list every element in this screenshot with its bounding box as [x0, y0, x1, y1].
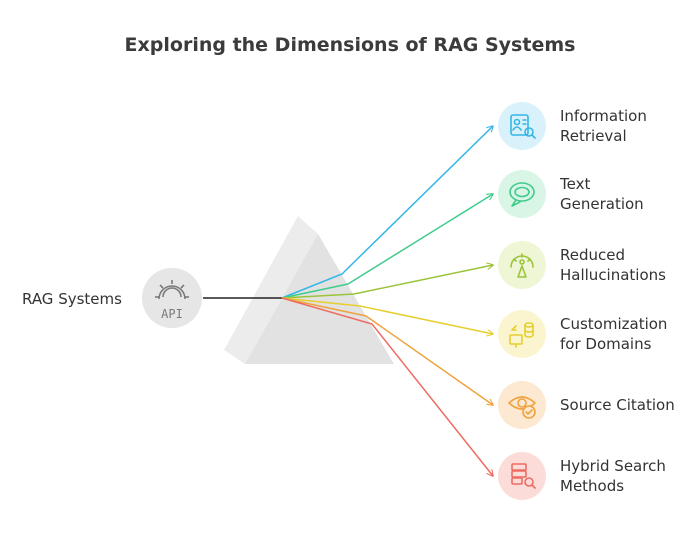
- item-label-line2: Hallucinations: [560, 266, 666, 284]
- item-node-2: [498, 170, 546, 218]
- ray-1: [281, 126, 493, 299]
- source-label: RAG Systems: [22, 290, 122, 308]
- ray-3: [281, 265, 493, 299]
- profile-search-icon: [510, 114, 536, 139]
- eye-check-icon: [508, 396, 536, 419]
- item-node-3: [498, 241, 546, 289]
- ray-5: [281, 297, 493, 405]
- ray-4: [281, 297, 493, 334]
- item-nodes: [498, 102, 546, 500]
- api-text: API: [161, 307, 183, 321]
- speech-bubble-icon: [509, 182, 535, 207]
- ray-2: [281, 194, 493, 299]
- item-label-line1: Information: [560, 107, 647, 125]
- item-label-line1: Customization: [560, 315, 668, 333]
- item-node-6: [498, 452, 546, 500]
- item-node-5: [498, 381, 546, 429]
- mind-head-icon: [510, 253, 534, 278]
- diagram-title: Exploring the Dimensions of RAG Systems: [124, 34, 576, 56]
- item-label-line1: Hybrid Search: [560, 457, 666, 475]
- item-label-line1: Reduced: [560, 246, 626, 264]
- database-transfer-icon: [509, 322, 534, 348]
- source-node: API: [142, 268, 202, 328]
- item-node-1: [498, 102, 546, 150]
- item-label-line2: Retrieval: [560, 127, 627, 145]
- prism: [224, 216, 394, 364]
- item-label-line2: Generation: [560, 195, 644, 213]
- item-label-line1: Text: [560, 175, 591, 193]
- api-gear-icon: [155, 280, 189, 300]
- item-node-4: [498, 310, 546, 358]
- item-label-line2: Methods: [560, 477, 625, 495]
- item-label-4: Customization for Domains: [560, 314, 667, 354]
- item-label-5: Source Citation: [560, 395, 675, 415]
- item-label-line2: for Domains: [560, 335, 652, 353]
- server-search-icon: [511, 463, 536, 489]
- rays: [281, 126, 493, 476]
- ray-6: [281, 297, 493, 476]
- item-label-line1: Source Citation: [560, 396, 675, 414]
